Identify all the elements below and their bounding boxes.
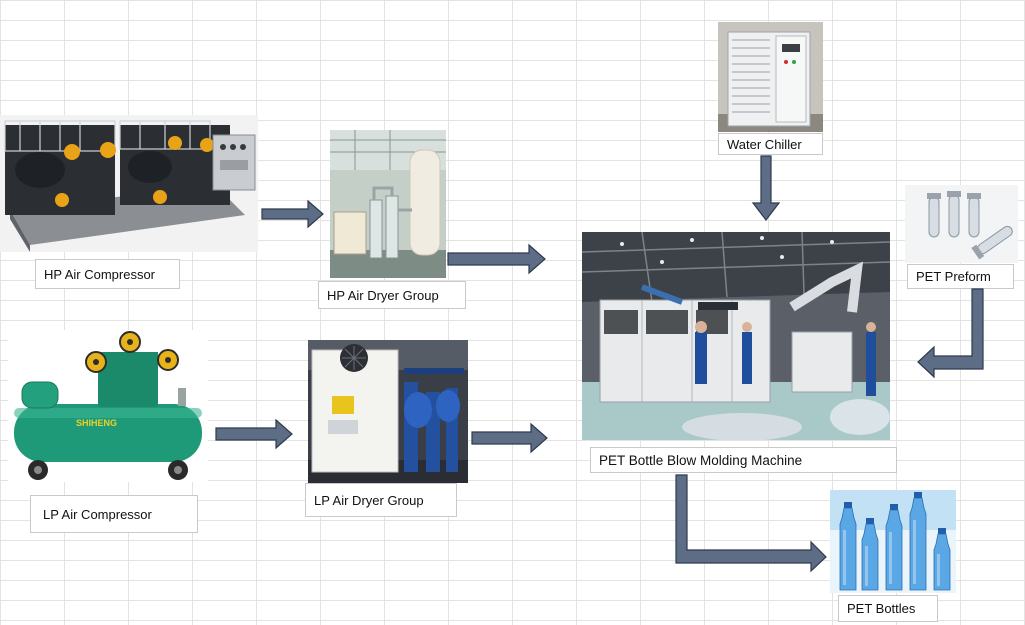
lp-air-dryer-image [308,340,468,483]
arrow-hp-compressor-to-dryer [261,199,324,229]
hp-air-dryer-label: HP Air Dryer Group [318,281,466,309]
pet-bottles-image [830,490,956,593]
arrow-machine-to-bottles [675,474,827,573]
lp-air-compressor-image: SHIHENG [8,330,208,482]
blow-molding-machine-label: PET Bottle Blow Molding Machine [590,447,897,473]
lp-air-compressor-label: LP Air Compressor [30,495,198,533]
water-chiller-label: Water Chiller [718,133,823,155]
water-chiller-image [718,22,823,132]
pet-preform-image [905,185,1018,263]
blow-molding-machine-image [582,232,890,440]
pet-bottles-label: PET Bottles [838,595,938,622]
hp-air-compressor-label: HP Air Compressor [35,259,180,289]
hp-air-dryer-image [330,130,446,278]
pet-preform-label: PET Preform [907,264,1014,289]
compressor-brand-text: SHIHENG [76,418,117,428]
arrow-preform-to-machine [917,288,984,379]
arrow-lp-compressor-to-dryer [215,418,293,450]
lp-air-dryer-label: LP Air Dryer Group [305,483,457,517]
arrow-lp-dryer-to-machine [471,422,548,454]
arrow-chiller-to-machine [751,155,781,221]
arrow-hp-dryer-to-machine [447,243,546,275]
hp-air-compressor-image [0,115,258,252]
